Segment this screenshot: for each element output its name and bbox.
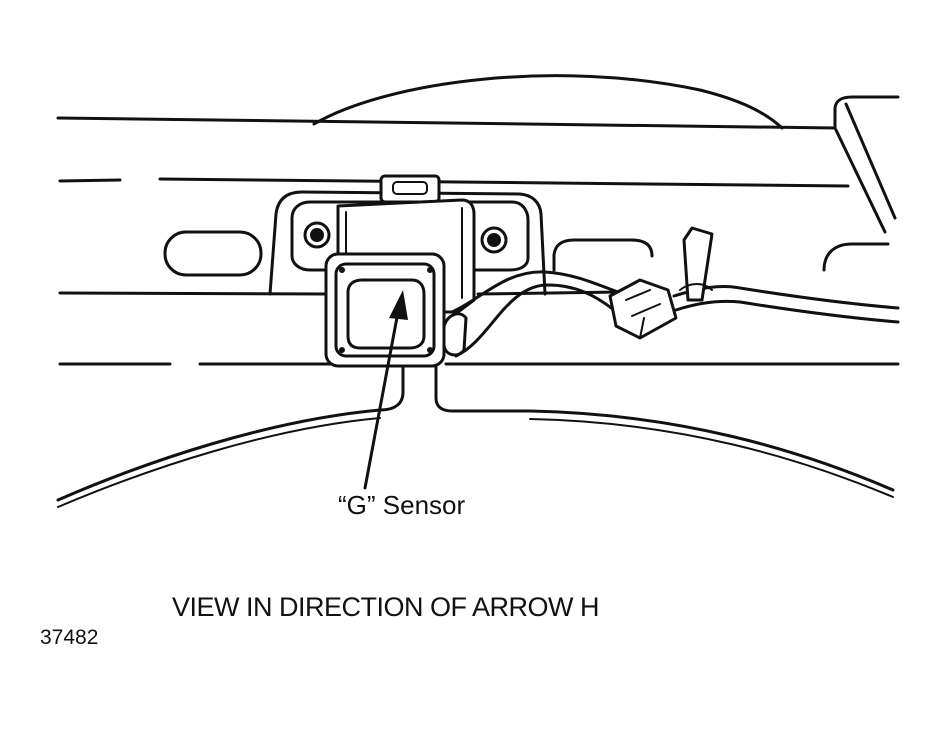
harness-connector-plug xyxy=(608,278,678,340)
callout-arrow-shaft xyxy=(363,310,400,490)
g-sensor-connector-bezel xyxy=(334,262,436,358)
lower-panel-left-inner xyxy=(57,417,381,508)
wire-harness-right xyxy=(672,284,900,324)
g-sensor-body-edge xyxy=(345,207,463,299)
frame-top-edge xyxy=(56,116,837,130)
oval-slot-center xyxy=(552,238,654,272)
upper-body-contour xyxy=(312,74,784,130)
right-bracket-side xyxy=(844,102,897,220)
right-bracket xyxy=(833,95,900,130)
connector-screw-tl xyxy=(339,267,345,273)
sensor-top-tab-slot xyxy=(392,181,428,195)
harness-connector-detail xyxy=(625,289,661,339)
g-sensor-connector-socket xyxy=(346,278,426,350)
frame-rail-upper xyxy=(58,177,850,188)
connector-screw-br xyxy=(427,347,433,353)
right-bracket-inner xyxy=(834,128,887,234)
callout-arrow-head xyxy=(389,290,408,320)
lower-panel-left xyxy=(56,362,405,502)
g-sensor-callout-label: “G” Sensor xyxy=(338,490,466,520)
wire-harness-upper xyxy=(450,270,620,314)
frame-rail-middle xyxy=(58,290,622,296)
view-caption: VIEW IN DIRECTION OF ARROW H xyxy=(172,592,600,622)
connector-screw-tr xyxy=(427,267,433,273)
sensor-top-tab xyxy=(379,174,441,204)
lower-panel-right xyxy=(434,362,895,492)
figure-number: 37482 xyxy=(40,626,99,649)
wire-grommet xyxy=(442,312,468,357)
wire-harness-lower xyxy=(454,283,616,358)
mounting-bolt-right-head xyxy=(487,233,501,247)
lower-panel-right-inner xyxy=(529,418,894,498)
wire-clip-band xyxy=(679,283,713,291)
connector-screw-bl xyxy=(339,347,345,353)
oval-slot-right xyxy=(822,242,890,272)
mounting-bolt-left-head xyxy=(310,228,324,242)
oval-slot-left xyxy=(163,230,263,277)
wire-clip-post xyxy=(682,226,714,302)
